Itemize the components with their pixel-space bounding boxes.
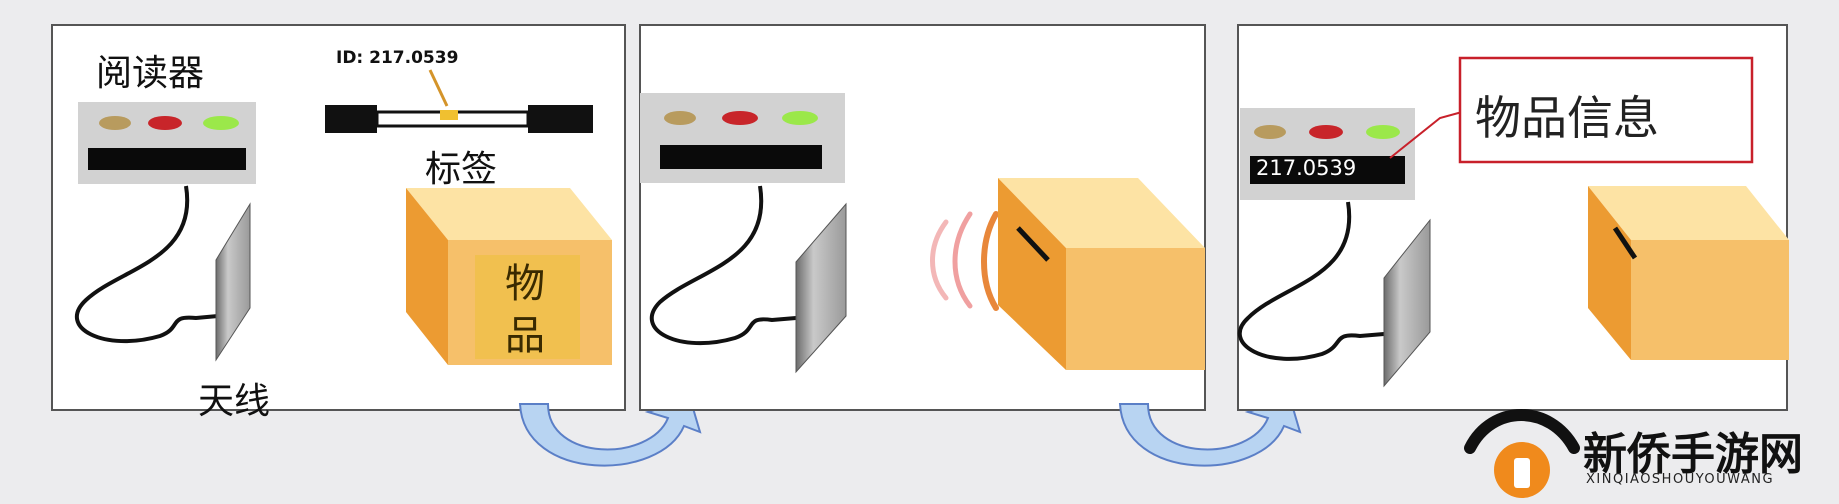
tag-label: 标签 [425, 149, 498, 190]
item-info-label: 物品信息 [1475, 91, 1659, 145]
item-label: 物品 [505, 261, 545, 359]
tag-id-label: ID: 217.0539 [336, 48, 459, 68]
item-box-3 [1588, 186, 1789, 360]
cable-2 [649, 185, 797, 346]
house-wifi-icon [1464, 409, 1580, 498]
callout-box [1389, 56, 1754, 164]
cable-1 [74, 185, 219, 344]
item-box-1 [406, 188, 612, 365]
reader-device-3 [1240, 108, 1415, 200]
antenna-3 [1383, 218, 1431, 388]
antenna-2 [795, 202, 847, 374]
reader-device-1 [78, 102, 256, 184]
flow-arrow-2 [1118, 396, 1302, 467]
radio-wave-icon [930, 211, 999, 311]
rfid-tag [325, 69, 593, 133]
reader-device-2 [640, 93, 845, 183]
brand-subtitle: XINQIAOSHOUYOUWANG [1586, 472, 1775, 487]
antenna-label: 天线 [198, 381, 271, 422]
flow-arrow-1 [518, 396, 702, 467]
cable-3 [1237, 201, 1385, 361]
reader-display-value: 217.0539 [1256, 156, 1357, 180]
brand-name: 新侨手游网 [1583, 429, 1803, 480]
reader-label: 阅读器 [96, 53, 205, 94]
antenna-1 [215, 202, 251, 362]
item-box-2 [998, 178, 1205, 370]
